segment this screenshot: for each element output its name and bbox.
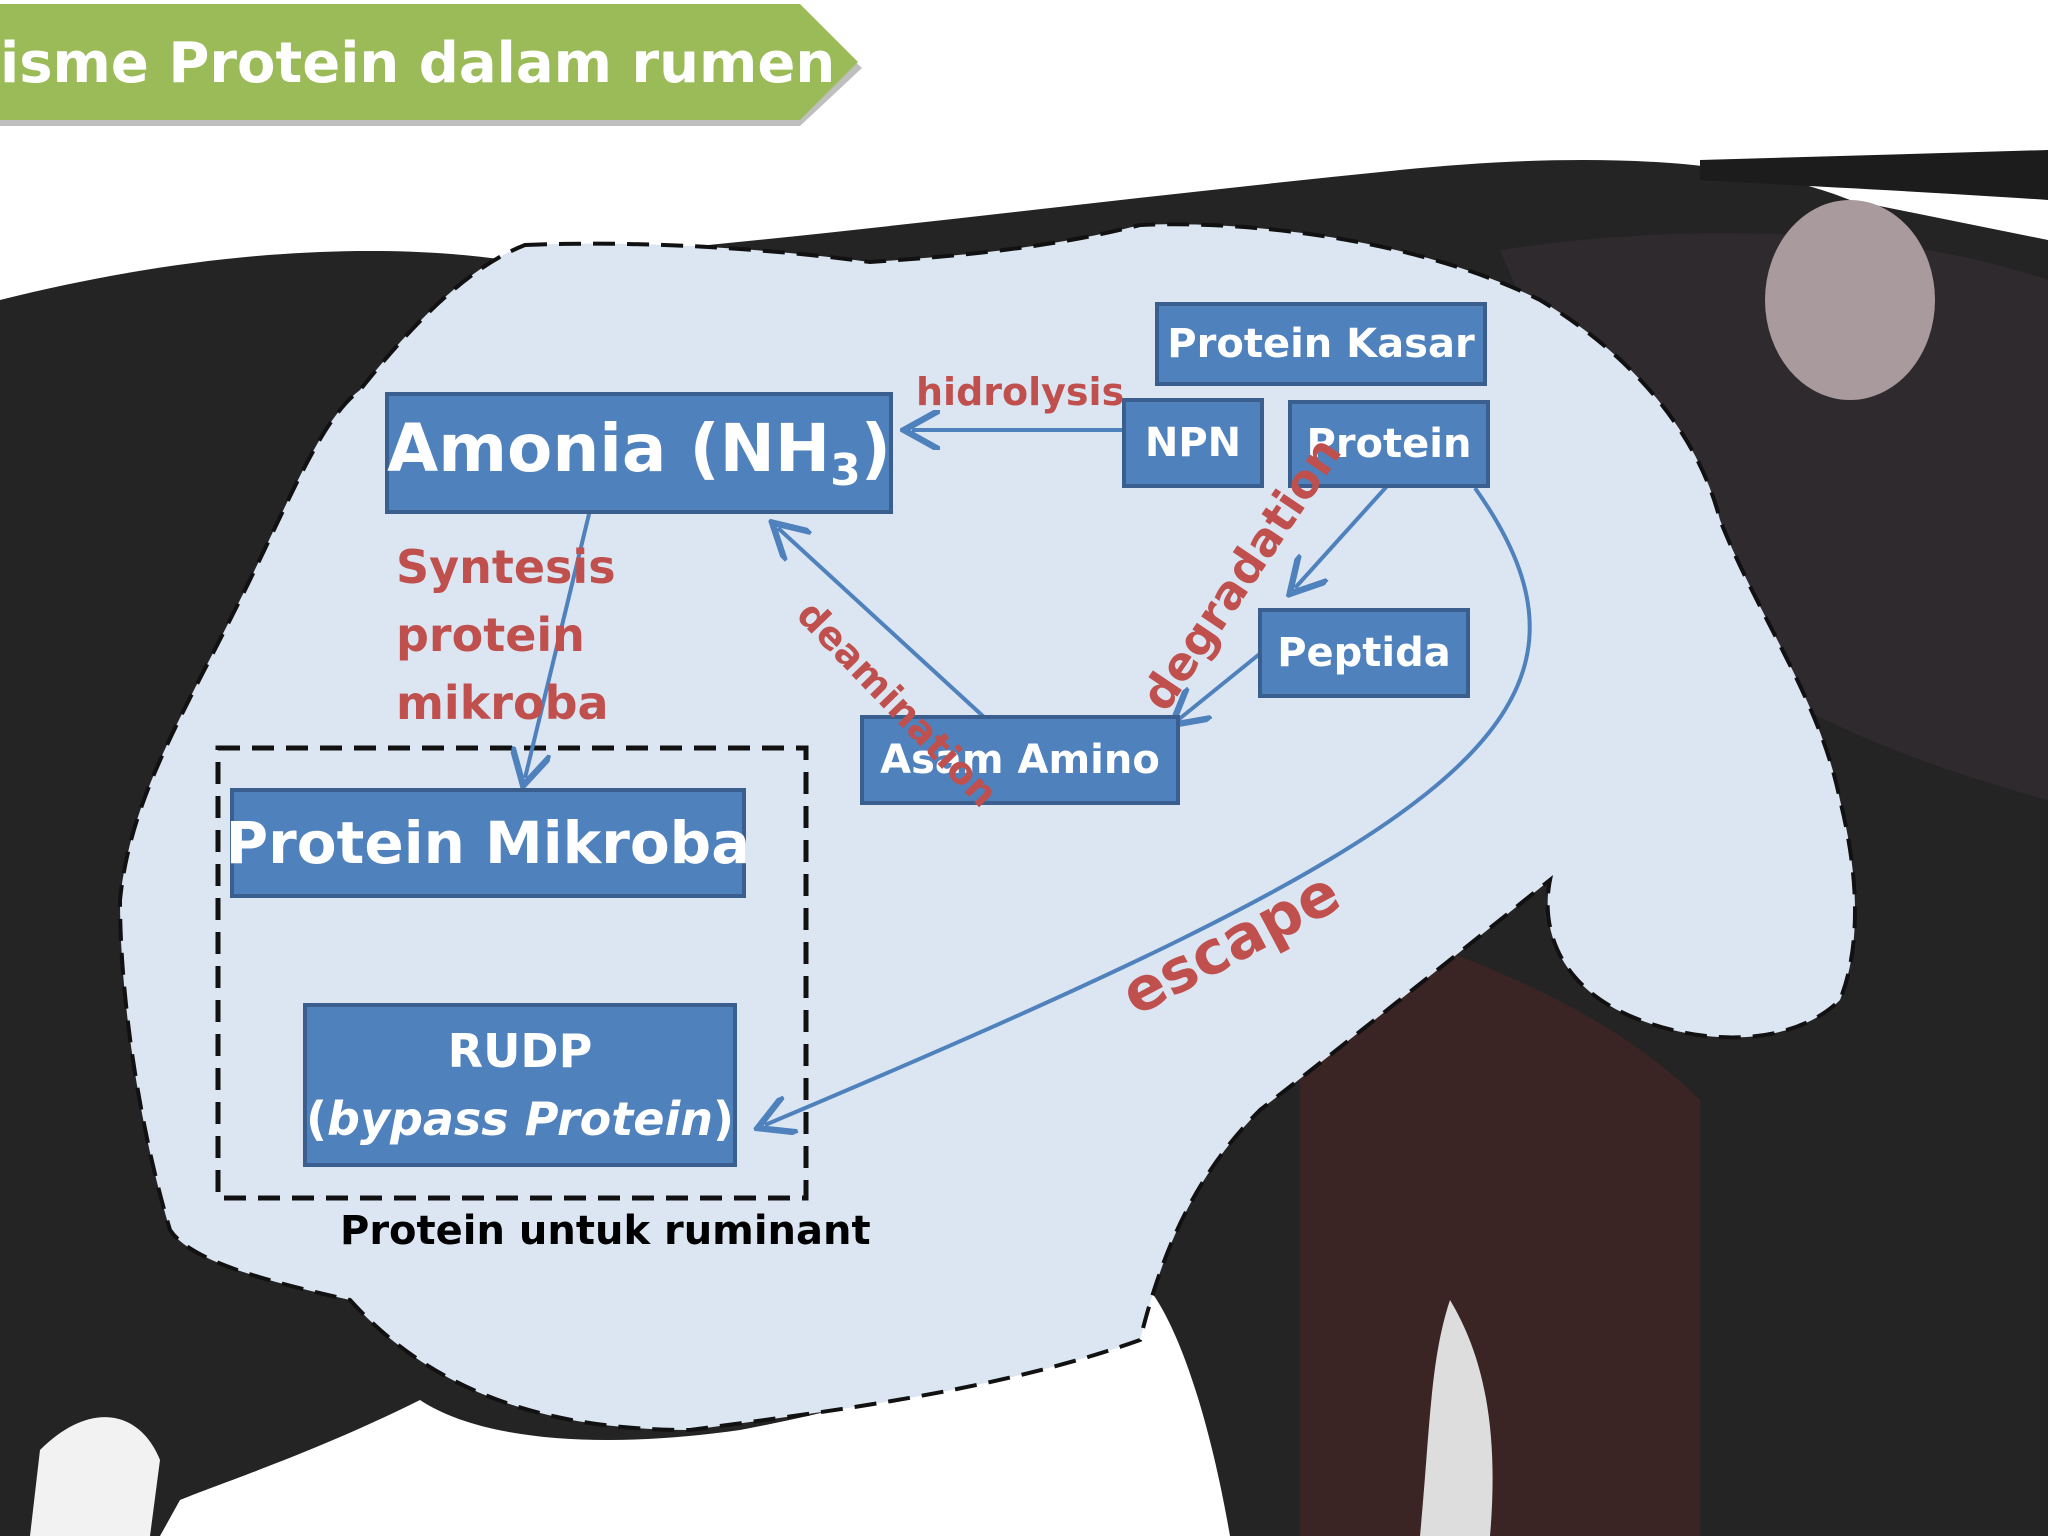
node-amonia-subscript: 3 [830,445,861,497]
node-protein-label: Protein [1306,421,1472,467]
label-synthesis-line1: Syntesis [396,540,616,594]
arrow-deamination [778,528,987,720]
page-title: isme Protein dalam rumen [0,31,836,96]
label-hidrolysis: hidrolysis [916,370,1125,414]
node-protein-mikroba: Protein Mikroba [226,788,750,898]
node-rudp-label: RUDP [447,1024,593,1078]
label-synthesis-line2: protein [396,608,585,662]
node-asam-amino: Asam Amino [860,715,1180,805]
node-rudp-subtitle: (bypass Protein) [306,1085,734,1153]
cow-tail [1700,150,2048,200]
arrow-degradation-protein-peptida [1295,483,1390,588]
cow-white-hock [1420,1300,1493,1536]
cow-chest-brown [1300,900,1700,1536]
node-rudp: RUDP (bypass Protein) [303,1003,737,1167]
node-peptida-label: Peptida [1277,630,1451,676]
title-banner [0,4,862,126]
node-amonia: Amonia (NH3) [385,392,893,514]
node-amonia-label: Amonia (NH3) [387,410,891,496]
node-protein: Protein [1288,400,1490,488]
label-synthesis-line3: mikroba [396,676,609,730]
node-amonia-text: Amonia (NH [387,409,831,487]
cow-hip-highlight [1765,200,1935,400]
node-protein-kasar-label: Protein Kasar [1167,321,1475,367]
node-amonia-close: ) [860,409,891,487]
node-peptida: Peptida [1258,608,1470,698]
arrow-synthesis [525,509,592,778]
node-protein-mikroba-label: Protein Mikroba [225,809,751,877]
node-npn: NPN [1122,398,1264,488]
cow-white-leg-patch [30,1417,160,1536]
node-npn-label: NPN [1144,420,1242,466]
node-rudp-close: ) [712,1092,735,1146]
arrow-peptida-asam-amino [1178,650,1264,720]
caption-protein-untuk-ruminant: Protein untuk ruminant [340,1208,871,1254]
node-rudp-open: ( [306,1092,328,1146]
node-asam-amino-label: Asam Amino [880,737,1160,783]
cow-back-shading [1500,233,2048,800]
node-rudp-bypass: bypass Protein [327,1092,713,1146]
arrow-escape [765,486,1532,1125]
node-protein-kasar: Protein Kasar [1155,302,1487,386]
